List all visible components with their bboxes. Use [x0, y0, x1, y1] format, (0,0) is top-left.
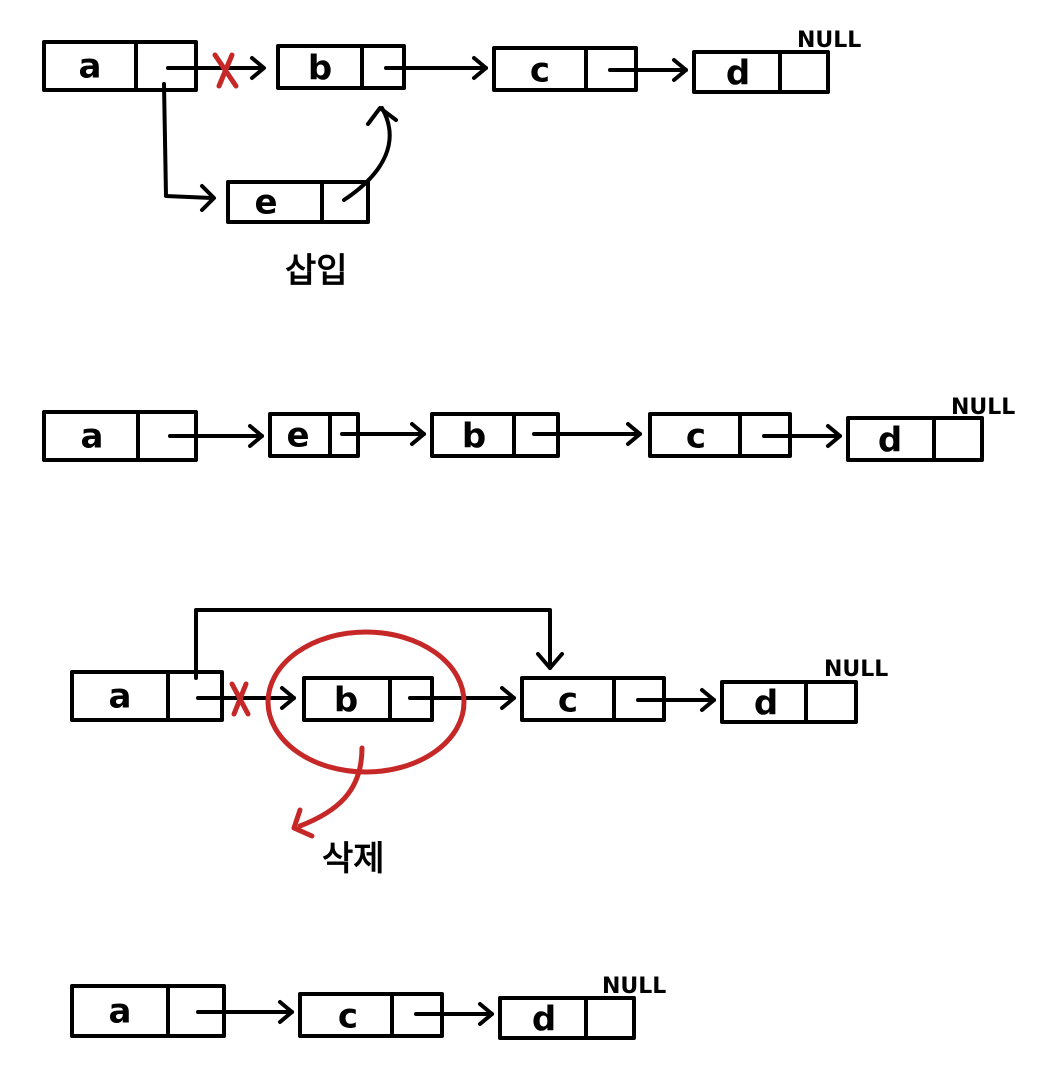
after-delete-link-a-c — [196, 1000, 294, 1024]
delete-pointer-arrow — [291, 745, 365, 839]
after-insert-node-d: d — [846, 416, 984, 462]
insert-node-e-value: e — [254, 183, 277, 223]
insert-link-e-b — [342, 106, 398, 202]
delete-node-a-value: a — [109, 677, 132, 717]
insert-null-label: NULL — [797, 28, 861, 53]
insert-operation-label: 삽입 — [285, 251, 348, 291]
after-insert-link-c-d — [762, 424, 842, 448]
after-delete-diagram: a c d NULL — [70, 974, 666, 1040]
delete-node-d-value: d — [754, 684, 778, 724]
after-insert-node-a-value: a — [81, 417, 104, 457]
after-insert-node-b-value: b — [462, 417, 486, 457]
insert-node-b-value: b — [308, 49, 332, 89]
after-delete-node-d: d — [498, 996, 636, 1040]
insert-node-c-value: c — [530, 51, 550, 91]
after-insert-node-e-value: e — [286, 416, 309, 456]
insert-node-b: b — [276, 44, 406, 90]
insert-node-a-value: a — [79, 47, 102, 87]
delete-link-c-d — [636, 688, 716, 712]
delete-operation-label: 삭제 — [322, 839, 385, 879]
insert-node-d: d — [692, 50, 830, 94]
delete-node-c-value: c — [558, 681, 578, 721]
after-delete-node-a-value: a — [109, 992, 132, 1032]
delete-null-label: NULL — [824, 657, 888, 682]
insert-diagram: a b c d NULL — [42, 28, 861, 291]
after-delete-link-c-d — [414, 1002, 494, 1026]
insert-link-b-c — [384, 56, 488, 80]
delete-node-d: d — [720, 680, 858, 724]
insert-link-c-d — [608, 58, 688, 82]
after-insert-link-b-c — [532, 422, 642, 446]
insert-node-e: e — [226, 180, 370, 224]
after-insert-null-label: NULL — [951, 395, 1015, 420]
insert-link-a-e — [162, 82, 216, 212]
delete-node-b-value: b — [334, 681, 358, 721]
after-insert-node-d-value: d — [878, 421, 902, 461]
delete-link-a-c-bypass — [194, 608, 564, 680]
delete-link-a-b-broken — [196, 681, 296, 717]
delete-highlight-circle — [265, 629, 467, 775]
after-delete-node-c-value: c — [338, 997, 358, 1037]
after-insert-diagram: a e b c d NULL — [42, 395, 1015, 462]
delete-cross-mark — [229, 681, 251, 717]
after-insert-link-a-e — [168, 424, 264, 448]
after-delete-node-d-value: d — [532, 1000, 556, 1040]
insert-cross-mark — [212, 52, 239, 89]
after-insert-node-c-value: c — [686, 417, 706, 457]
delete-diagram: a b c d NULL — [70, 608, 888, 879]
insert-node-d-value: d — [726, 54, 750, 94]
after-delete-null-label: NULL — [602, 974, 666, 999]
insert-link-a-b-broken — [166, 52, 266, 89]
delete-node-a: a — [70, 670, 224, 722]
after-insert-link-e-b — [340, 422, 426, 446]
